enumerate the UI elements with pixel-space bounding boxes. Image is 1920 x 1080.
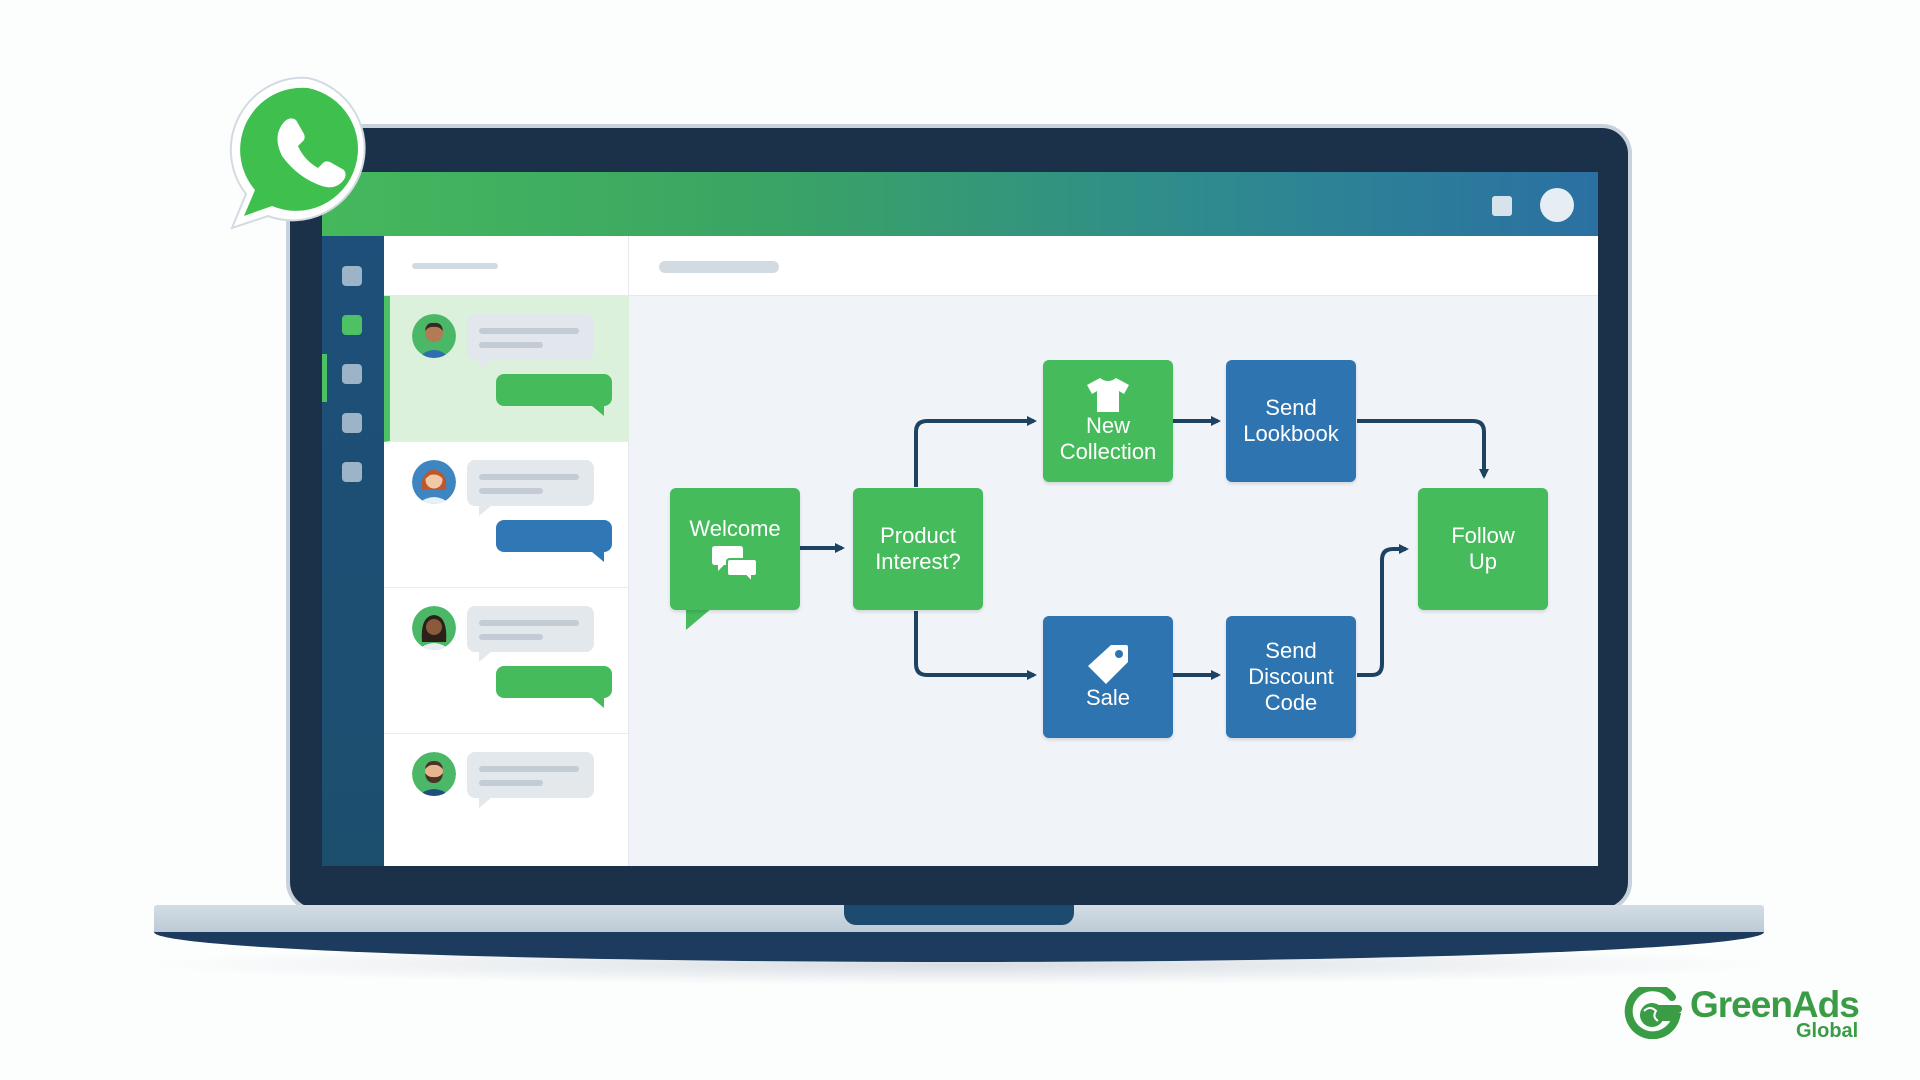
woman-dark-hair-avatar <box>412 606 456 650</box>
window-square-button[interactable] <box>1492 196 1512 216</box>
chat-item-4[interactable] <box>384 734 629 866</box>
node-product-interest[interactable]: Product Interest? <box>853 488 983 610</box>
node-send-lookbook[interactable]: Send Lookbook <box>1226 360 1356 482</box>
edge-lookbook-followup <box>1357 419 1489 479</box>
node-send-discount-code-label: Send Discount Code <box>1248 638 1334 715</box>
node-send-lookbook-label: Send Lookbook <box>1243 395 1339 446</box>
sidebar-rail <box>322 236 384 866</box>
user-avatar-button[interactable] <box>1540 188 1574 222</box>
brand-logo: GreenAds Global <box>1624 982 1864 1042</box>
node-sale[interactable]: Sale <box>1043 616 1173 738</box>
laptop-base <box>154 905 1764 965</box>
woman-avatar <box>412 460 456 504</box>
node-sale-label: Sale <box>1085 685 1131 710</box>
sidebar-item-3[interactable] <box>342 364 362 384</box>
node-new-collection[interactable]: New Collection <box>1043 360 1173 482</box>
globe-g-icon <box>1624 987 1682 1039</box>
chat-preview-bubble <box>467 314 594 370</box>
node-welcome-label: Welcome <box>689 516 781 541</box>
node-send-discount-code[interactable]: Send Discount Code <box>1226 616 1356 738</box>
chat-reply-bubble <box>496 520 612 562</box>
edge-product-newcollection <box>914 416 1037 487</box>
node-follow-up-label: Follow Up <box>1451 523 1515 574</box>
whatsapp-icon <box>229 76 366 230</box>
sidebar-item-4[interactable] <box>342 413 362 433</box>
chat-item-1[interactable] <box>384 296 629 442</box>
app-topbar <box>322 172 1598 236</box>
edge-product-sale <box>914 611 1037 680</box>
edge-discount-followup <box>1357 544 1409 677</box>
laptop-notch <box>844 905 1074 925</box>
chat-list <box>384 236 629 866</box>
welcome-speech-tail <box>686 608 712 630</box>
chat-list-title-placeholder <box>412 263 498 269</box>
tshirt-icon <box>1087 378 1129 412</box>
node-new-collection-label: New Collection <box>1059 413 1157 464</box>
chat-list-header <box>384 236 629 296</box>
canvas-title-placeholder <box>659 261 779 273</box>
flow-canvas-header <box>629 236 1598 296</box>
brand-subtitle: Global <box>1796 1020 1859 1042</box>
sidebar-item-1[interactable] <box>342 266 362 286</box>
chat-item-2[interactable] <box>384 442 629 588</box>
node-product-interest-label: Product Interest? <box>875 523 961 574</box>
rail-active-indicator <box>322 354 327 402</box>
sidebar-item-5[interactable] <box>342 462 362 482</box>
chat-item-3[interactable] <box>384 588 629 734</box>
chat-reply-bubble <box>496 374 612 416</box>
chat-preview-bubble <box>467 460 594 516</box>
node-welcome[interactable]: Welcome <box>670 488 800 610</box>
man-avatar <box>412 314 456 358</box>
chat-preview-bubble <box>467 752 594 808</box>
node-follow-up[interactable]: Follow Up <box>1418 488 1548 610</box>
chat-reply-bubble <box>496 666 612 708</box>
chat-preview-bubble <box>467 606 594 662</box>
chat-bubbles-icon <box>712 546 758 582</box>
price-tag-icon <box>1088 645 1128 684</box>
bearded-man-avatar <box>412 752 456 796</box>
sidebar-item-2[interactable] <box>342 315 362 335</box>
brand-name: GreenAds <box>1690 984 1860 1025</box>
